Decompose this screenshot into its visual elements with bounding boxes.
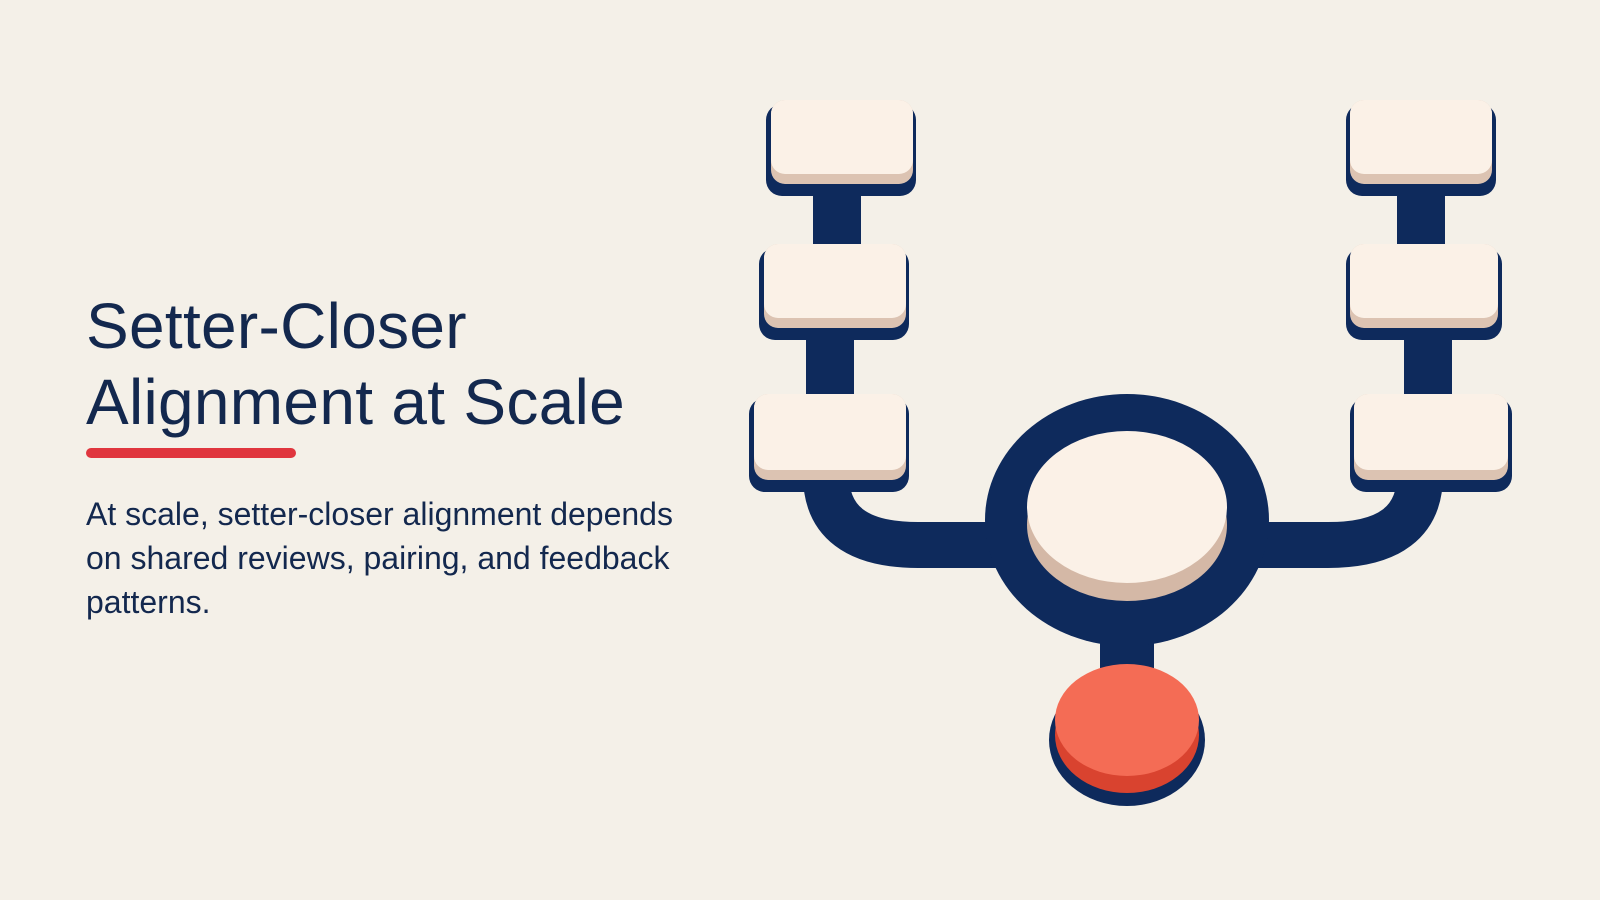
title-line-2: Alignment at Scale: [86, 366, 626, 438]
right-card-3: [1350, 394, 1512, 492]
central-hub: [985, 394, 1269, 646]
slide-body-text: At scale, setter-closer alignment depend…: [86, 496, 673, 620]
title-line-1: Setter-Closer: [86, 290, 467, 362]
right-card-1: [1346, 100, 1496, 196]
right-card-2: [1346, 244, 1502, 340]
output-node: [1049, 664, 1205, 806]
slide-title: Setter-Closer Alignment at Scale: [86, 288, 625, 440]
left-card-2: [759, 244, 909, 340]
left-card-3: [749, 394, 909, 492]
left-card-1: [766, 100, 916, 196]
title-underline-accent: [86, 448, 296, 458]
